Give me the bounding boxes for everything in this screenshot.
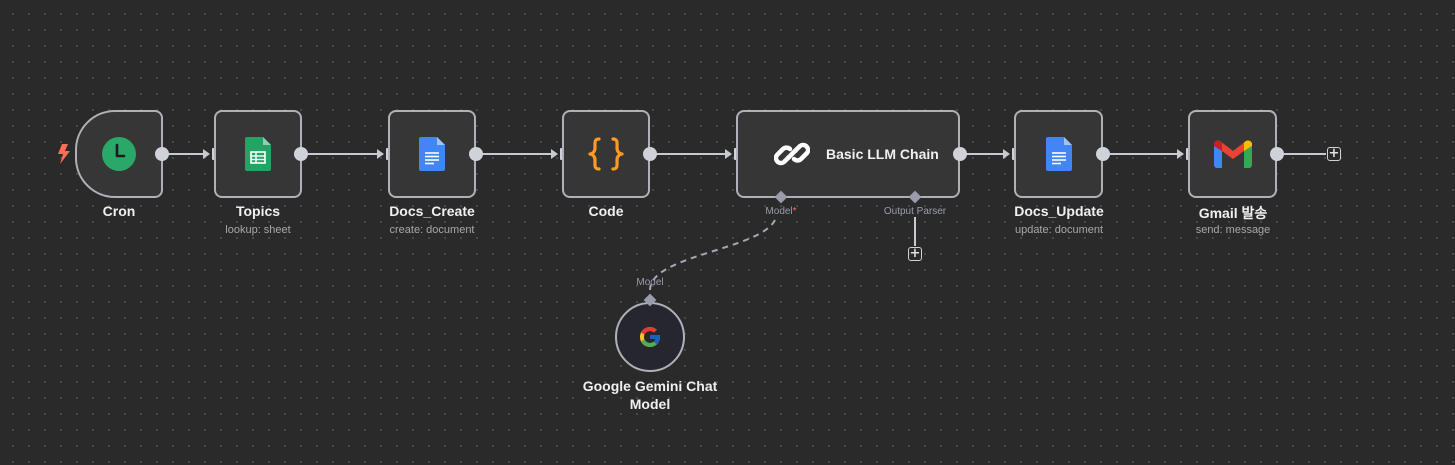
node-subtitle-topics: lookup: sheet	[225, 224, 291, 236]
node-basic-llm-chain[interactable]: Basic LLM Chain	[736, 110, 960, 198]
arrow-head	[1177, 149, 1184, 159]
node-gmail[interactable]	[1188, 110, 1277, 198]
node-subtitle-docs-create: create: document	[389, 224, 475, 236]
node-label-gemini: Google Gemini Chat Model	[583, 377, 718, 413]
node-docs-update[interactable]	[1014, 110, 1103, 198]
output-port[interactable]	[1270, 147, 1284, 161]
code-braces-icon	[588, 137, 624, 171]
add-node-button[interactable]: +	[1327, 146, 1341, 161]
node-label-gemini-line2: Model	[629, 396, 671, 412]
google-g-icon	[640, 327, 660, 347]
node-label-gmail: Gmail 발송	[1198, 205, 1268, 221]
output-port[interactable]	[294, 147, 308, 161]
google-docs-icon	[1045, 137, 1072, 171]
node-subtitle-docs-update: update: document	[1014, 224, 1104, 236]
trigger-bolt-icon	[58, 144, 70, 164]
node-code[interactable]	[562, 110, 650, 198]
output-parser-port-label: Output Parser	[883, 206, 947, 217]
connection-gemini-model	[649, 219, 776, 291]
node-label-docs-create: Docs_Create	[389, 203, 475, 219]
node-cron[interactable]	[75, 110, 163, 198]
node-subtitle-gmail: send: message	[1195, 224, 1271, 236]
output-port[interactable]	[643, 147, 657, 161]
output-port[interactable]	[953, 147, 967, 161]
node-label-docs-update: Docs_Update	[1014, 203, 1104, 219]
gmail-icon	[1213, 140, 1252, 168]
model-port-label: Model*	[765, 206, 796, 217]
node-label-cron: Cron	[102, 203, 136, 219]
link-chain-icon	[774, 142, 810, 166]
arrow-head	[725, 149, 732, 159]
model-port-label-text: Model	[765, 206, 793, 217]
add-output-parser-button[interactable]: +	[908, 246, 922, 261]
required-mark: *	[792, 206, 797, 217]
node-topics[interactable]	[214, 110, 302, 198]
gemini-port-label: Model	[636, 277, 664, 288]
arrow-head	[377, 149, 384, 159]
output-port[interactable]	[1096, 147, 1110, 161]
node-google-gemini-chat-model[interactable]	[615, 302, 685, 372]
node-label-code: Code	[588, 203, 624, 219]
arrow-head	[203, 149, 210, 159]
arrow-head	[1003, 149, 1010, 159]
output-port[interactable]	[469, 147, 483, 161]
node-label-topics: Topics	[235, 203, 281, 219]
node-label-basic-llm-chain: Basic LLM Chain	[826, 146, 939, 162]
output-port[interactable]	[155, 147, 169, 161]
clock-icon	[102, 137, 136, 171]
google-docs-icon	[419, 137, 445, 171]
arrow-head	[551, 149, 558, 159]
google-sheets-icon	[245, 137, 271, 171]
node-label-gemini-line1: Google Gemini Chat	[582, 378, 718, 394]
node-docs-create[interactable]	[388, 110, 476, 198]
